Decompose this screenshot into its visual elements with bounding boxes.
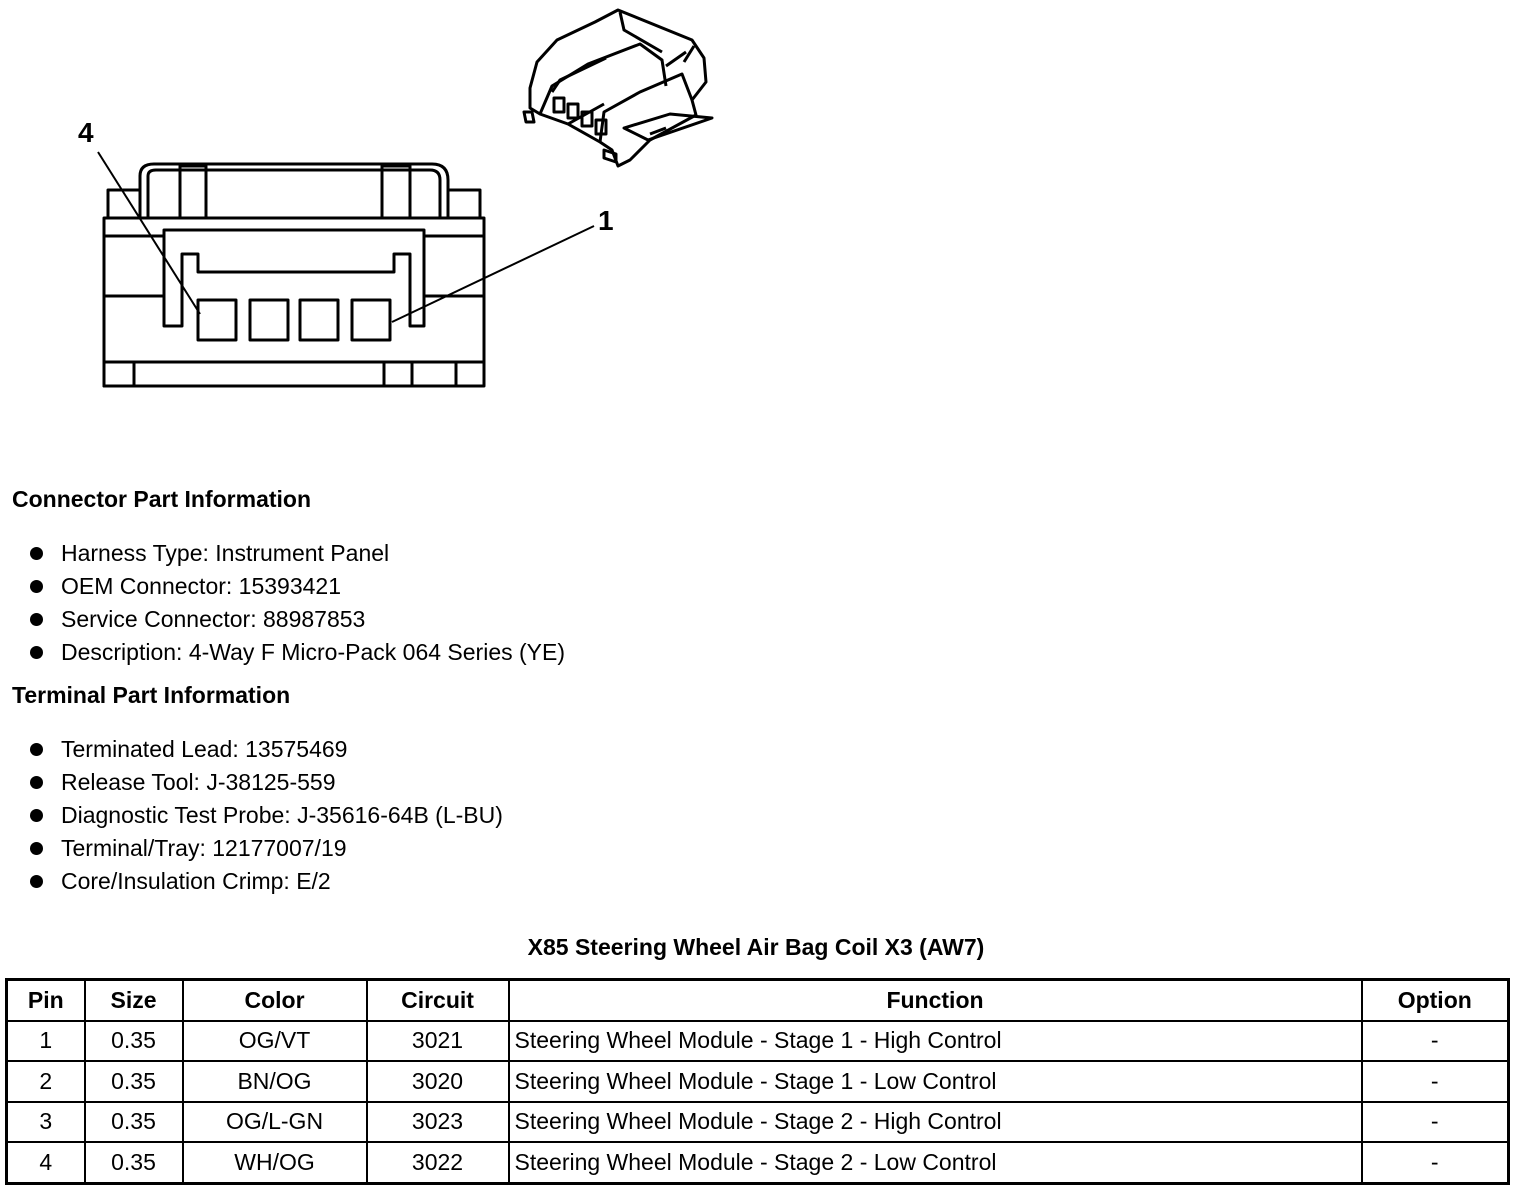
column-header-size: Size (83, 978, 184, 1022)
cell-color: BN/OG (181, 1060, 368, 1103)
cell-option: - (1360, 1060, 1510, 1103)
connector-part-information-list: Harness Type: Instrument Panel OEM Conne… (30, 539, 565, 671)
callout-leader-pin-4 (97, 151, 201, 315)
cell-size: 0.35 (83, 1019, 184, 1062)
connector-face-view (102, 162, 486, 388)
cell-pin: 3 (5, 1100, 86, 1143)
cell-circuit: 3020 (365, 1060, 510, 1103)
terminal-part-information-list: Terminated Lead: 13575469 Release Tool: … (30, 735, 503, 900)
pin-table: Pin Size Color Circuit Function Option 1… (5, 978, 1510, 1185)
table-header-row: Pin Size Color Circuit Function Option (5, 978, 1510, 1022)
cell-circuit: 3022 (365, 1141, 510, 1184)
column-header-option: Option (1360, 978, 1510, 1022)
list-item: Harness Type: Instrument Panel (30, 539, 565, 572)
cell-function: Steering Wheel Module - Stage 2 - Low Co… (507, 1141, 1363, 1184)
column-header-color: Color (181, 978, 368, 1022)
list-item: Release Tool: J-38125-559 (30, 768, 503, 801)
table-row: 2 0.35 BN/OG 3020 Steering Wheel Module … (5, 1060, 1510, 1103)
list-item: Description: 4-Way F Micro-Pack 064 Seri… (30, 638, 565, 671)
callout-label-pin-4: 4 (78, 117, 94, 148)
cell-option: - (1360, 1141, 1510, 1184)
connector-diagram: 4 1 (78, 8, 714, 388)
table-row: 3 0.35 OG/L-GN 3023 Steering Wheel Modul… (5, 1100, 1510, 1143)
cell-size: 0.35 (83, 1100, 184, 1143)
cell-color: WH/OG (181, 1141, 368, 1184)
list-item: Core/Insulation Crimp: E/2 (30, 867, 503, 900)
cell-color: OG/L-GN (181, 1100, 368, 1143)
terminal-part-information-heading: Terminal Part Information (12, 682, 291, 708)
callout-label-pin-1: 1 (598, 205, 614, 236)
column-header-pin: Pin (5, 978, 86, 1022)
list-item: Service Connector: 88987853 (30, 605, 565, 638)
callout-leader-pin-1 (391, 225, 595, 323)
connector-part-information-heading: Connector Part Information (12, 486, 312, 512)
cell-function: Steering Wheel Module - Stage 1 - High C… (507, 1019, 1363, 1062)
connector-isometric-view (522, 8, 714, 168)
cell-function: Steering Wheel Module - Stage 2 - High C… (507, 1100, 1363, 1143)
cell-function: Steering Wheel Module - Stage 1 - Low Co… (507, 1060, 1363, 1103)
list-item: OEM Connector: 15393421 (30, 572, 565, 605)
table-row: 1 0.35 OG/VT 3021 Steering Wheel Module … (5, 1019, 1510, 1062)
column-header-function: Function (507, 978, 1363, 1022)
cell-pin: 2 (5, 1060, 86, 1103)
cell-pin: 1 (5, 1019, 86, 1062)
table-row: 4 0.35 WH/OG 3022 Steering Wheel Module … (5, 1141, 1510, 1184)
list-item: Terminated Lead: 13575469 (30, 735, 503, 768)
list-item: Diagnostic Test Probe: J-35616-64B (L-BU… (30, 801, 503, 834)
pin-table-title: X85 Steering Wheel Air Bag Coil X3 (AW7) (527, 934, 985, 960)
cell-size: 0.35 (83, 1141, 184, 1184)
cell-circuit: 3023 (365, 1100, 510, 1143)
cell-size: 0.35 (83, 1060, 184, 1103)
list-item: Terminal/Tray: 12177007/19 (30, 834, 503, 867)
cell-circuit: 3021 (365, 1019, 510, 1062)
cell-option: - (1360, 1100, 1510, 1143)
cell-option: - (1360, 1019, 1510, 1062)
cell-color: OG/VT (181, 1019, 368, 1062)
cell-pin: 4 (5, 1141, 86, 1184)
column-header-circuit: Circuit (365, 978, 510, 1022)
